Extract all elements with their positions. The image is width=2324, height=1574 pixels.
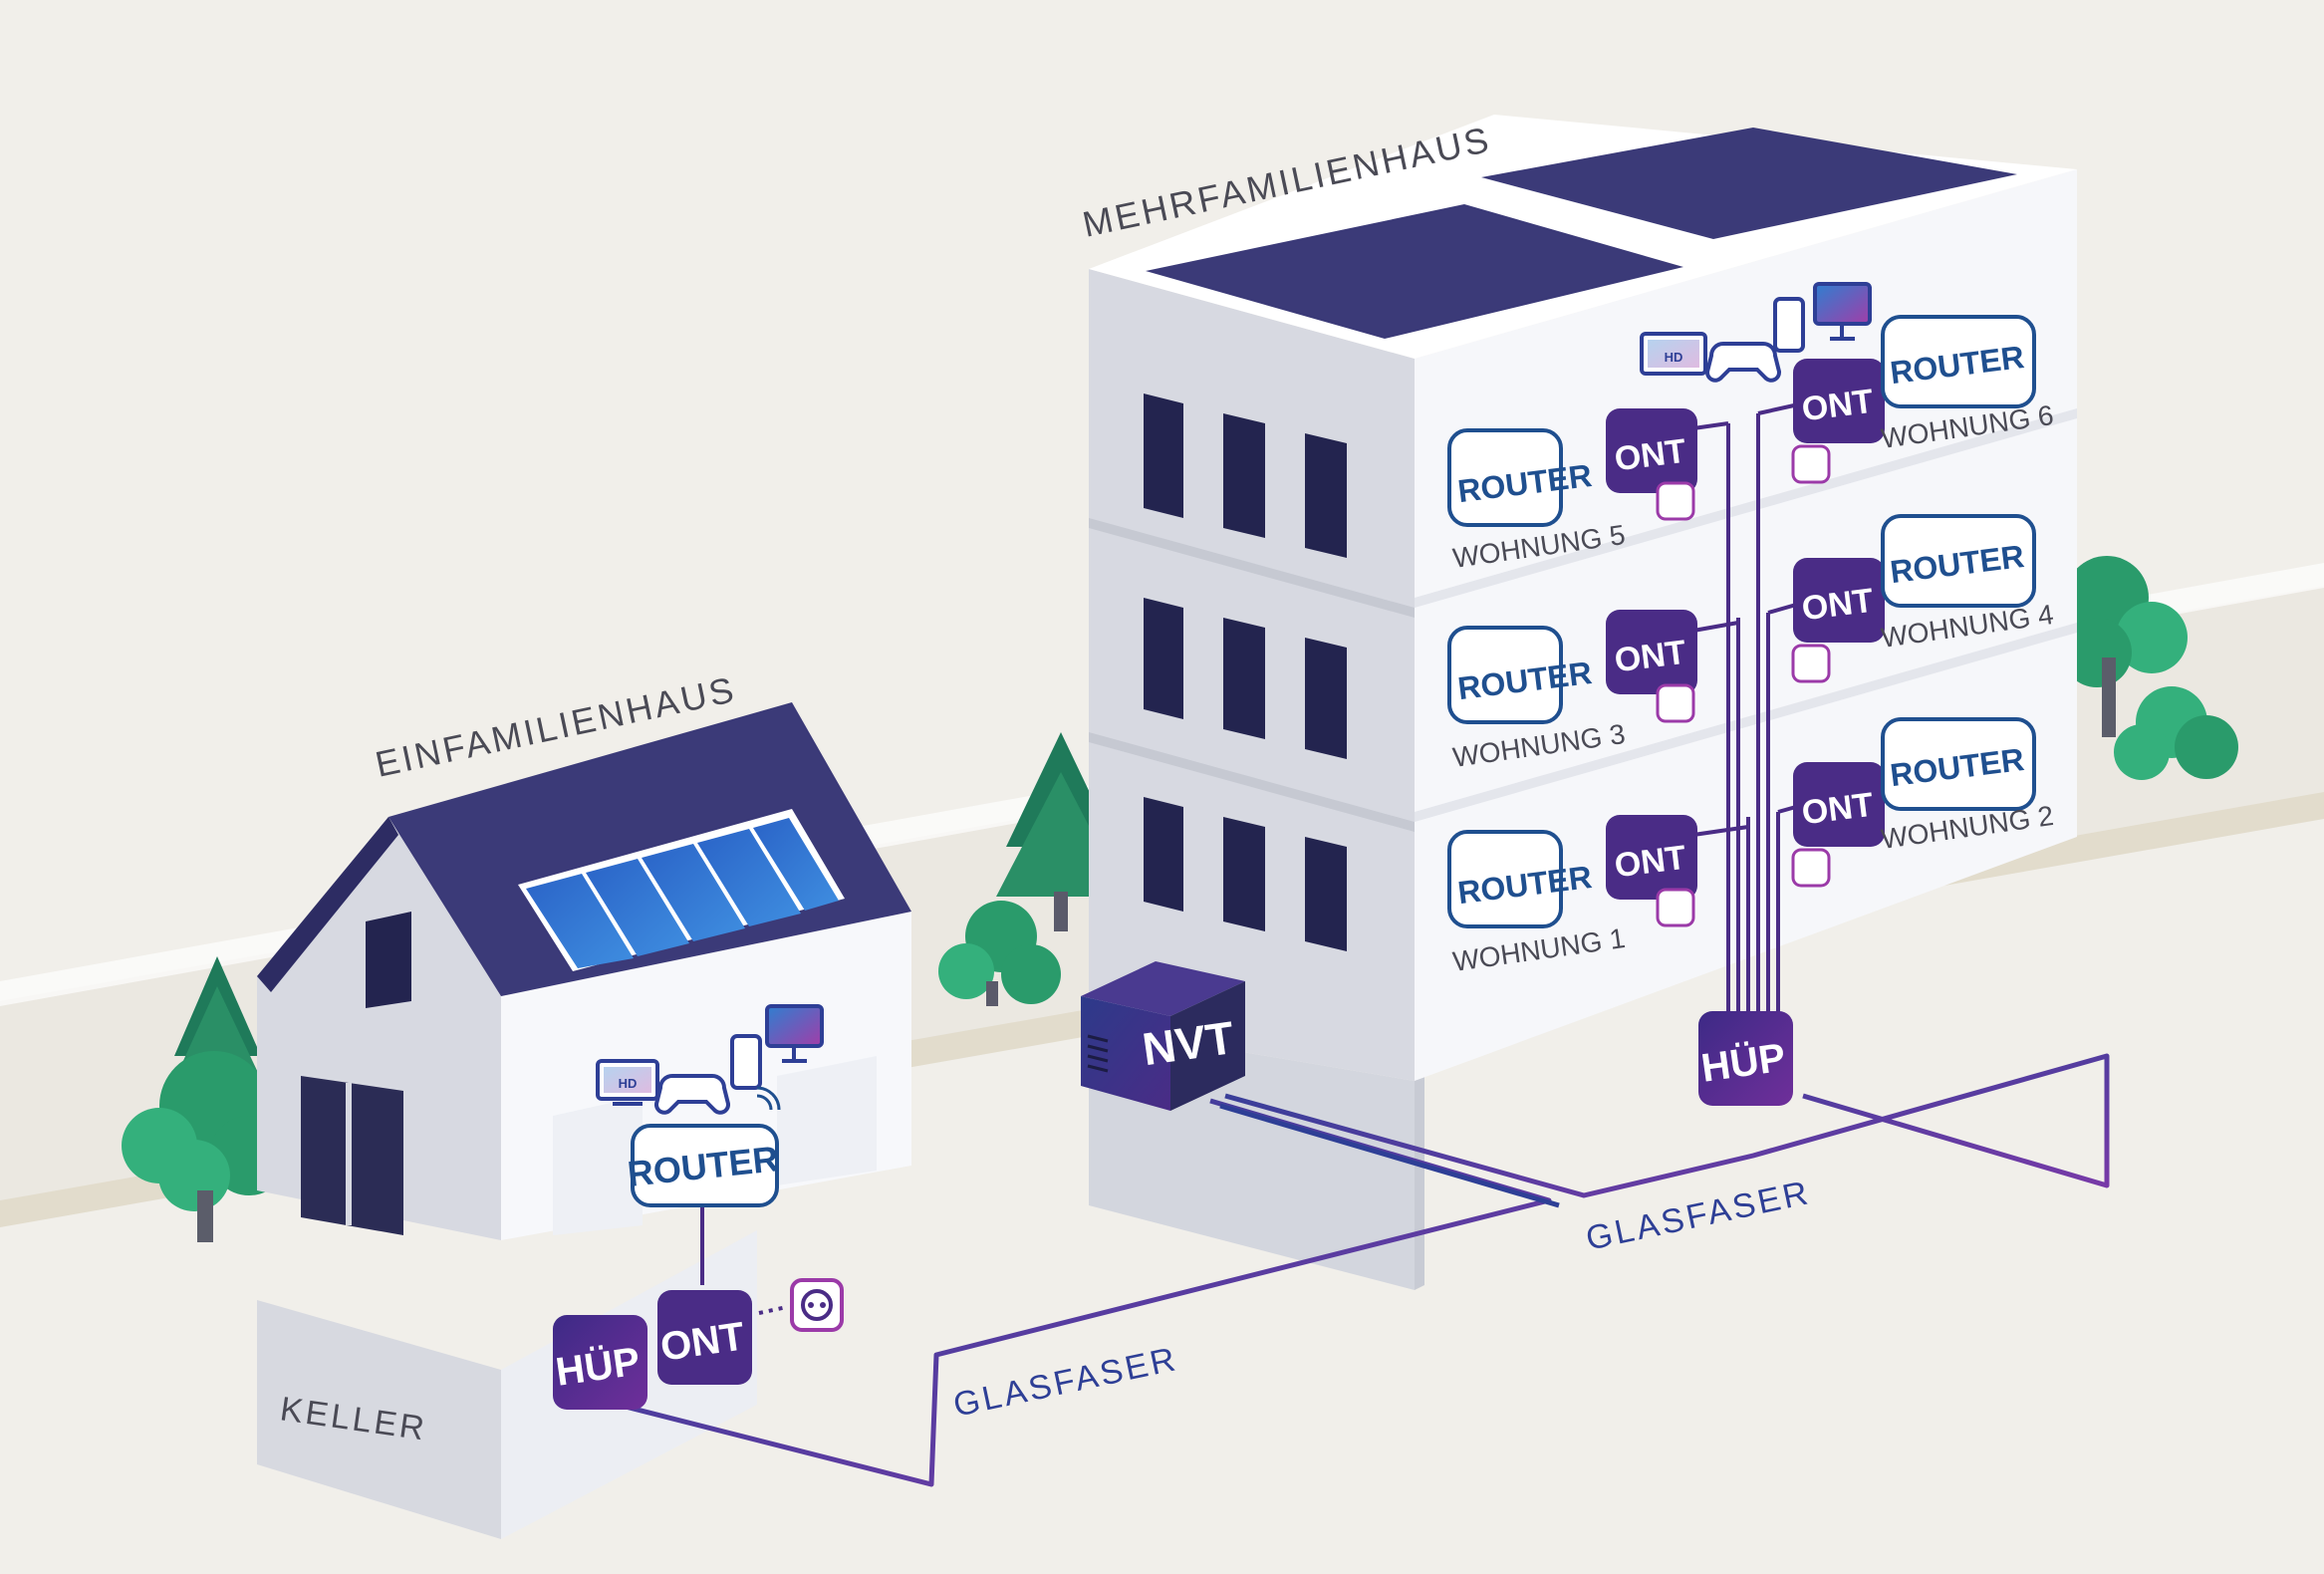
mehrfamilienhaus-building	[1089, 115, 2077, 1081]
wifi-icon	[756, 1086, 781, 1111]
building-devices: HD	[1640, 282, 1872, 383]
house-ont-box: ONT	[657, 1290, 752, 1385]
ont-label: ONT	[1613, 432, 1688, 478]
house-outlet-icon	[790, 1278, 844, 1332]
apartment-wohnung-4: ONT ROUTER WOHNUNG 4	[1791, 514, 2055, 683]
outlet-icon	[1791, 444, 1831, 484]
einfamilienhaus-building	[257, 702, 911, 1240]
side-window	[301, 1076, 403, 1235]
building-windows	[1144, 394, 1347, 951]
outlet-icon	[1791, 644, 1831, 683]
outlet-icon	[1656, 888, 1695, 927]
gamepad-icon	[1705, 342, 1781, 383]
smartphone-icon	[1773, 297, 1805, 353]
house-router-box: ROUTER	[626, 1086, 781, 1207]
ont-label: ONT	[1613, 634, 1688, 679]
house-hup-box: HÜP	[553, 1315, 647, 1410]
gamepad-icon	[654, 1074, 730, 1115]
tree-right	[2062, 556, 2238, 780]
monitor-icon	[765, 1004, 824, 1063]
ont-label: ONT	[1800, 786, 1876, 832]
tv-icon: HD	[596, 1059, 659, 1106]
ont-label: ONT	[1800, 383, 1876, 428]
nvt-label: NVT	[1140, 1011, 1237, 1075]
house-tv-label: HD	[619, 1076, 638, 1091]
fiber-lines	[617, 401, 2110, 1487]
outlet-icon	[1656, 683, 1695, 723]
smartphone-icon	[730, 1034, 762, 1090]
nvt-box: NVT	[1081, 961, 1245, 1111]
house-devices: HD	[596, 1004, 824, 1115]
monitor-icon	[1813, 282, 1872, 341]
outlet-icon	[1656, 481, 1695, 521]
building-hup-box: HÜP	[1698, 1011, 1793, 1106]
outlet-icon	[1791, 848, 1831, 888]
gable-window	[366, 912, 411, 1008]
tv-icon: HD	[1640, 332, 1707, 376]
building-tv-label: HD	[1665, 350, 1683, 365]
ont-label: ONT	[1800, 582, 1876, 628]
solar-panel	[518, 809, 845, 971]
bush-mid	[938, 901, 1061, 1006]
ont-label: ONT	[1613, 839, 1688, 885]
